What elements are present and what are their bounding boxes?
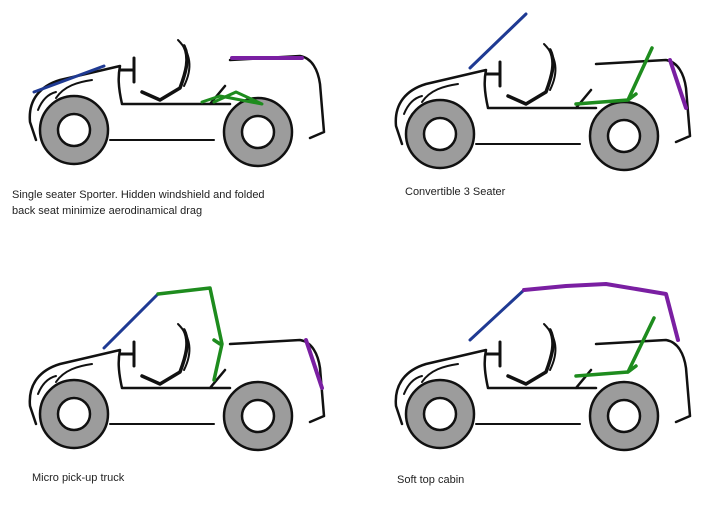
windshield bbox=[102, 292, 160, 350]
caption-soft-top: Soft top cabin bbox=[397, 474, 465, 486]
folded-back-seat-frame bbox=[200, 90, 264, 106]
caption-pickup: Micro pick-up truck bbox=[32, 472, 125, 484]
caption-convertible: Convertible 3 Seater bbox=[405, 186, 506, 198]
windshield bbox=[468, 12, 528, 70]
rear-rollbar bbox=[668, 58, 688, 110]
car-soft-top bbox=[394, 282, 692, 452]
caption-single-seater-line-1: Single seater Sporter. Hidden windshield… bbox=[12, 189, 265, 201]
cabin-frame bbox=[156, 286, 224, 382]
rear-rollbar bbox=[304, 338, 324, 390]
hidden-windshield bbox=[32, 64, 106, 94]
caption-single-seater-line-2: back seat minimize aerodinamical drag bbox=[12, 205, 203, 217]
rear-seat-frame bbox=[574, 316, 656, 378]
soft-top-roof bbox=[522, 282, 680, 342]
car-pickup bbox=[28, 286, 326, 452]
windshield bbox=[468, 288, 526, 342]
car-convertible bbox=[394, 12, 692, 172]
rear-seat-frame bbox=[574, 46, 654, 106]
car-single-seater bbox=[28, 38, 326, 168]
caption-single-seater: Single seater Sporter. Hidden windshield… bbox=[12, 187, 265, 219]
